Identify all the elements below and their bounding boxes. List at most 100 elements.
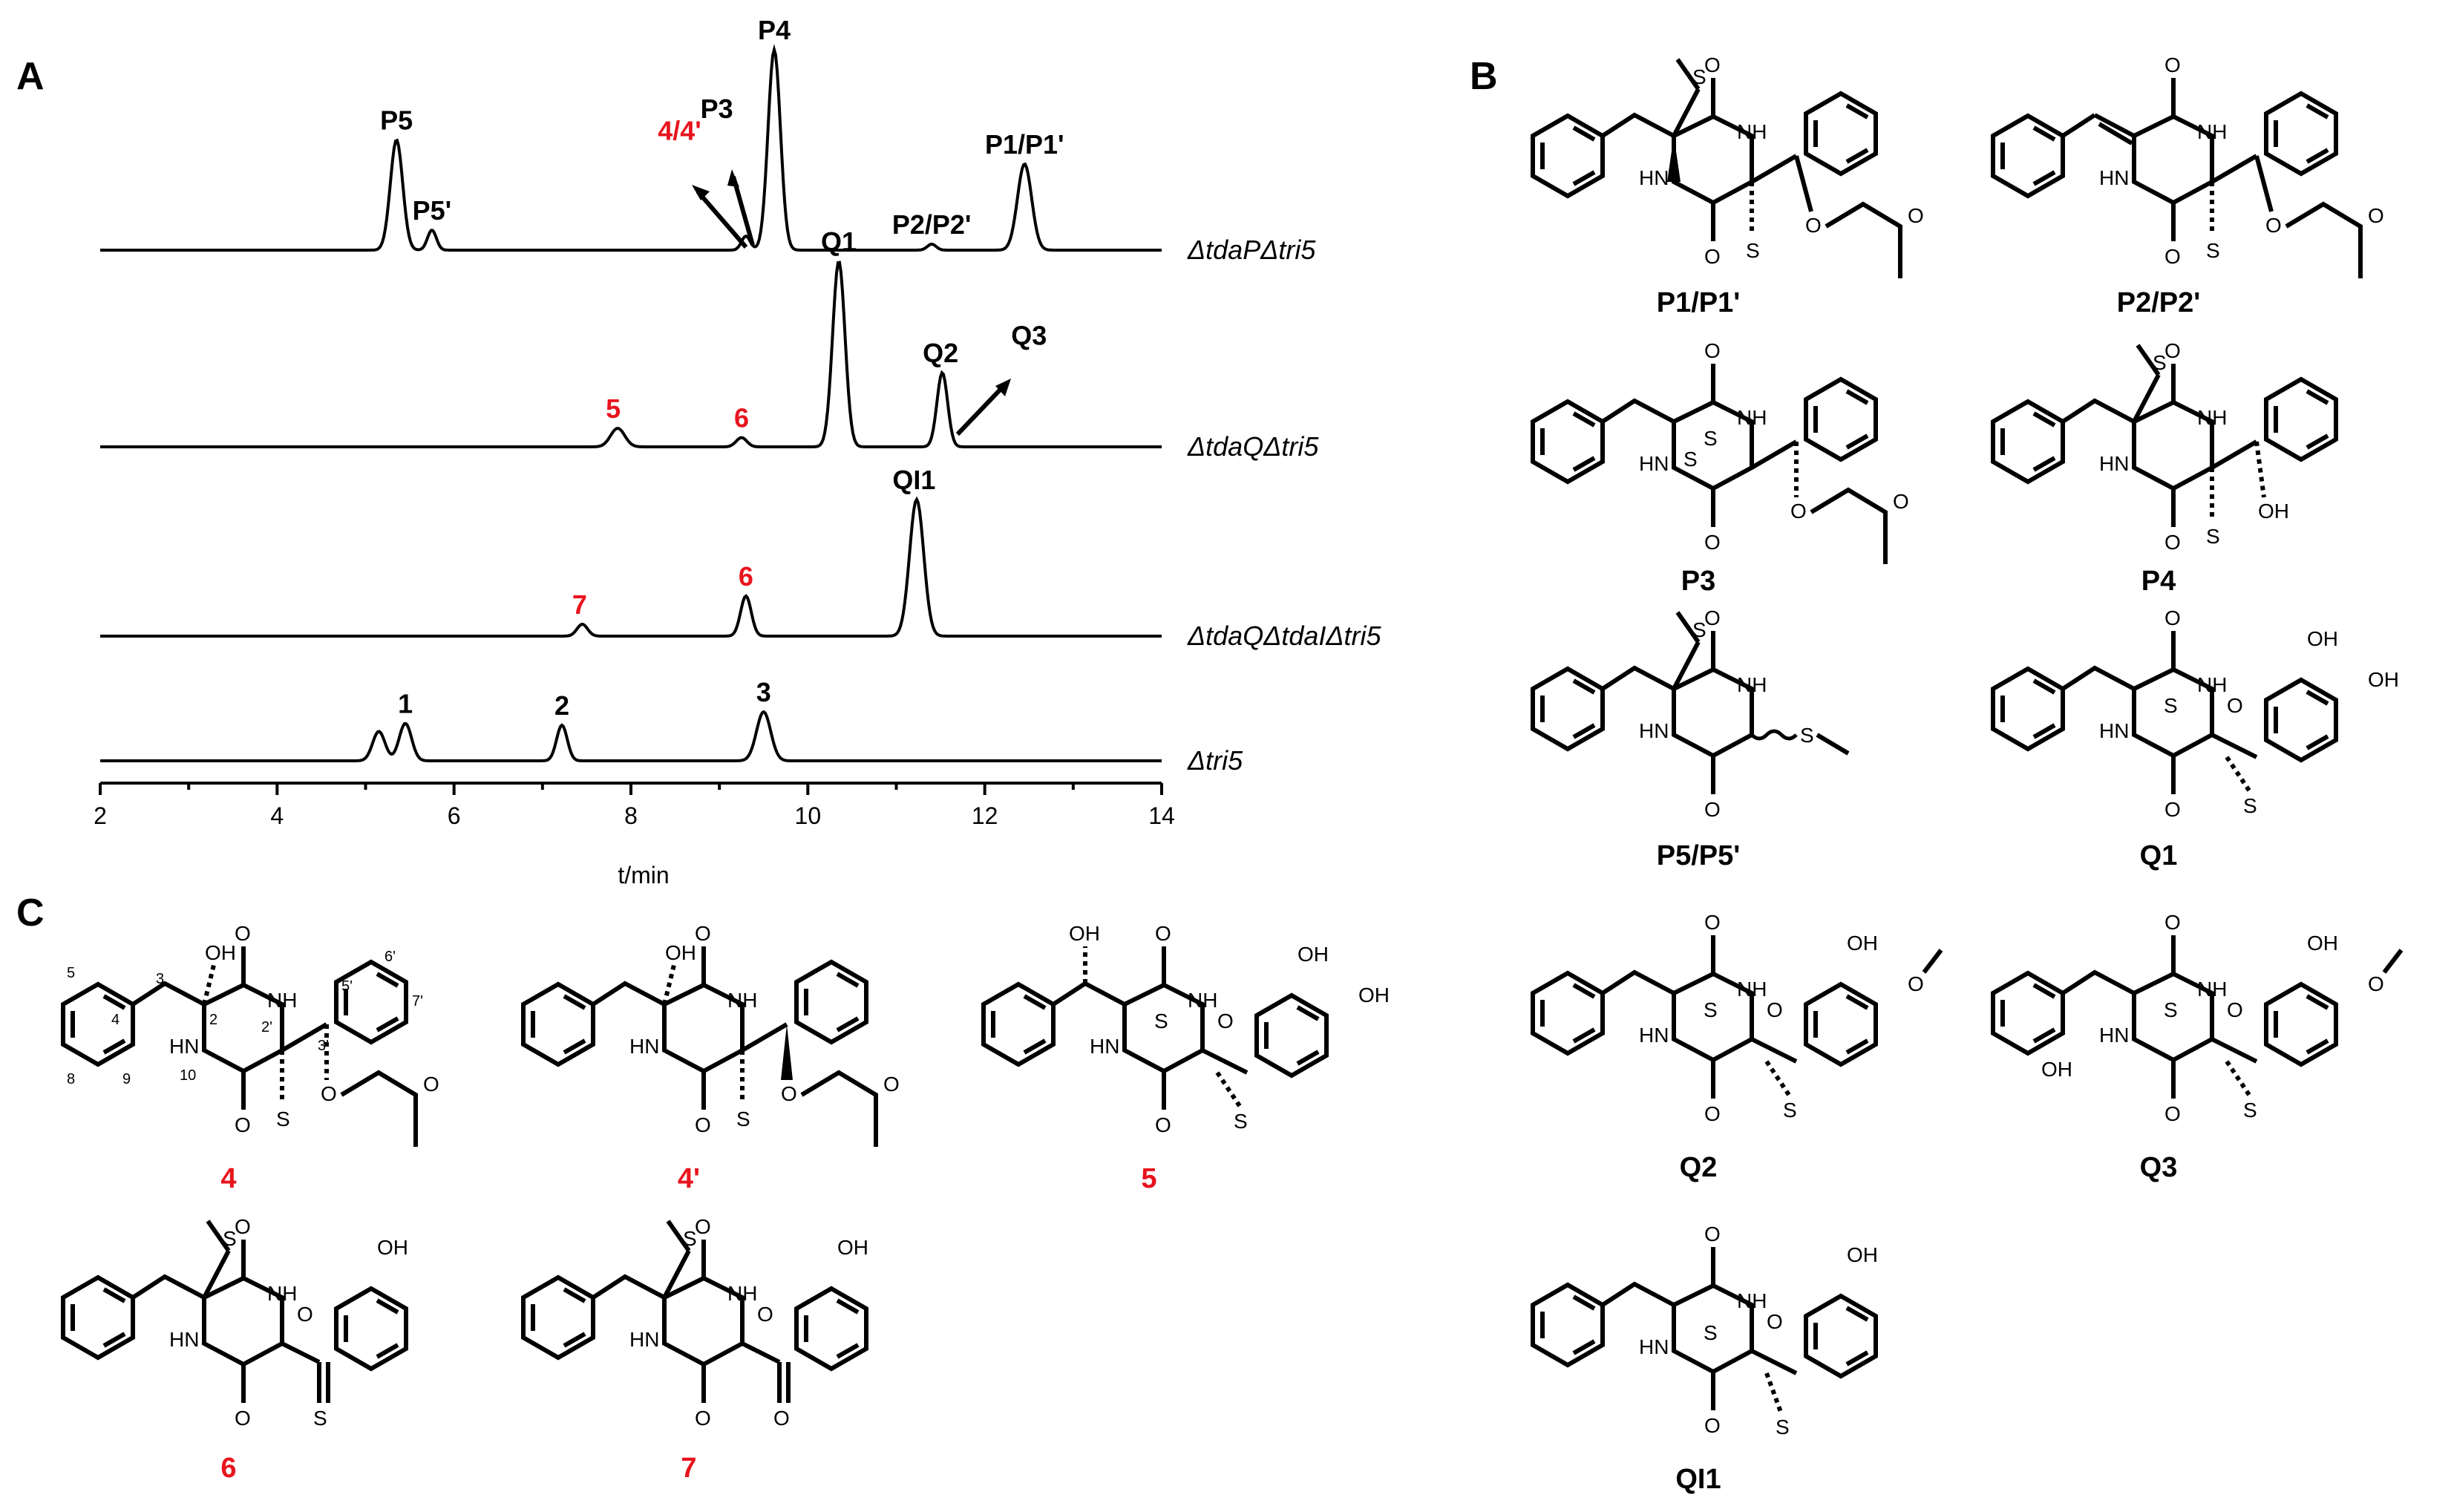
svg-text:O: O: [321, 1082, 337, 1105]
trace-name: ΔtdaQΔtri5: [1187, 431, 1319, 462]
svg-text:S: S: [1692, 65, 1706, 88]
structure-7: S O O NH HN O O OH 7: [523, 1215, 868, 1484]
svg-text:O: O: [1908, 204, 1924, 227]
svg-text:S: S: [2206, 525, 2220, 548]
svg-text:O: O: [1217, 1009, 1234, 1032]
caption-4-prime: 4': [678, 1163, 700, 1194]
svg-text:O: O: [757, 1303, 773, 1326]
structure-p5: S O O NH HN S P5/P5': [1533, 606, 1850, 871]
peak-arrows: [696, 176, 1008, 436]
svg-text:O: O: [1704, 606, 1721, 629]
peak-label: P5': [413, 195, 452, 226]
svg-text:S: S: [1704, 1321, 1718, 1344]
structure-q2: O O NH HN S O S OH O Q2: [1533, 911, 1943, 1183]
svg-text:O: O: [2164, 606, 2181, 629]
svg-text:O: O: [2164, 245, 2181, 268]
svg-text:O: O: [1704, 53, 1721, 76]
svg-text:2: 2: [209, 1012, 217, 1028]
caption-q1: Q1: [2140, 840, 2178, 871]
svg-text:9: 9: [122, 1071, 131, 1087]
caption-qi1: QI1: [1675, 1464, 1721, 1495]
svg-text:OH: OH: [2307, 627, 2338, 650]
peak-label: P3: [701, 94, 733, 124]
svg-text:O: O: [1704, 1102, 1721, 1125]
svg-text:S: S: [1776, 1416, 1790, 1439]
peak-label: 1: [398, 689, 413, 719]
structure-5: OH O O NH HN S O S OH OH 5: [984, 922, 1390, 1194]
svg-text:O: O: [2368, 972, 2384, 995]
trace-line: [100, 44, 1162, 252]
svg-text:OH: OH: [1358, 984, 1390, 1007]
svg-text:2': 2': [261, 1019, 272, 1035]
svg-text:O: O: [1893, 490, 1909, 513]
trace-name: ΔtdaQΔtdaIΔtri5: [1187, 621, 1382, 651]
svg-text:S: S: [1746, 239, 1760, 262]
svg-text:3': 3': [318, 1038, 329, 1054]
svg-text:O: O: [773, 1407, 790, 1430]
svg-text:S: S: [1783, 1099, 1797, 1122]
svg-text:NH: NH: [1737, 978, 1767, 1001]
arrowheads: [692, 169, 1011, 396]
panel-b-structures: S O O NH HN S O O P1/P1' O: [1533, 53, 2403, 1495]
svg-text:HN: HN: [1639, 166, 1669, 189]
svg-text:3: 3: [156, 971, 164, 987]
svg-text:HN: HN: [1639, 719, 1669, 742]
svg-text:O: O: [2227, 998, 2243, 1021]
svg-text:O: O: [2368, 204, 2384, 227]
x-tick-label: 2: [94, 802, 107, 829]
svg-text:OH: OH: [665, 941, 696, 964]
svg-text:OH: OH: [2307, 932, 2338, 955]
svg-text:HN: HN: [1639, 1024, 1669, 1047]
peak-label: 7: [572, 589, 587, 620]
structure-q3: OH O O NH HN S O S OH O Q3: [1993, 911, 2403, 1183]
panel-label-b: B: [1470, 55, 1498, 98]
caption-p3: P3: [1681, 566, 1715, 597]
svg-text:10: 10: [180, 1067, 196, 1084]
peak-label: QI1: [892, 465, 935, 495]
svg-text:O: O: [235, 1215, 251, 1238]
peak-label: Q1: [821, 226, 857, 257]
structure-4: OH O O NH HN S O O 3 2 4 5 8 9 10 2' 3' …: [63, 922, 439, 1194]
svg-text:O: O: [235, 1407, 251, 1430]
svg-text:O: O: [2164, 798, 2181, 821]
x-axis-label: t/min: [618, 862, 669, 888]
svg-text:S: S: [2164, 998, 2178, 1021]
svg-text:S: S: [1692, 618, 1706, 641]
svg-text:HN: HN: [629, 1328, 659, 1351]
svg-text:O: O: [1155, 922, 1171, 945]
caption-p1: P1/P1': [1657, 287, 1741, 318]
svg-text:O: O: [695, 1407, 711, 1430]
svg-text:OH: OH: [1847, 1243, 1878, 1266]
svg-text:HN: HN: [2099, 719, 2129, 742]
svg-text:OH: OH: [205, 941, 236, 964]
svg-text:O: O: [1767, 1310, 1783, 1333]
caption-p4: P4: [2141, 566, 2176, 597]
svg-text:HN: HN: [169, 1035, 199, 1058]
panel-label-c: C: [16, 891, 45, 935]
structure-6: S O O NH HN O S OH 6: [63, 1215, 408, 1484]
trace-line: [100, 261, 1162, 448]
svg-text:O: O: [883, 1073, 900, 1096]
svg-text:O: O: [2164, 531, 2181, 554]
peak-label: P5: [380, 105, 413, 136]
x-tick-label: 8: [624, 802, 638, 829]
svg-text:S: S: [1704, 998, 1718, 1021]
peak-label: 6: [739, 561, 753, 592]
svg-text:S: S: [1234, 1110, 1248, 1133]
svg-text:NH: NH: [2197, 673, 2227, 696]
structure-4-prime: OH O O NH HN S O O 4': [523, 922, 900, 1194]
svg-text:OH: OH: [2368, 668, 2399, 691]
svg-text:NH: NH: [1737, 673, 1767, 696]
trace-name: Δtri5: [1187, 745, 1243, 776]
peak-label: 3: [756, 677, 771, 707]
svg-text:OH: OH: [1298, 943, 1329, 966]
svg-text:5': 5': [341, 978, 353, 995]
svg-text:O: O: [2265, 214, 2282, 237]
svg-text:O: O: [1908, 972, 1924, 995]
svg-text:HN: HN: [1090, 1035, 1119, 1058]
svg-text:NH: NH: [1737, 1289, 1767, 1312]
svg-text:O: O: [297, 1303, 313, 1326]
